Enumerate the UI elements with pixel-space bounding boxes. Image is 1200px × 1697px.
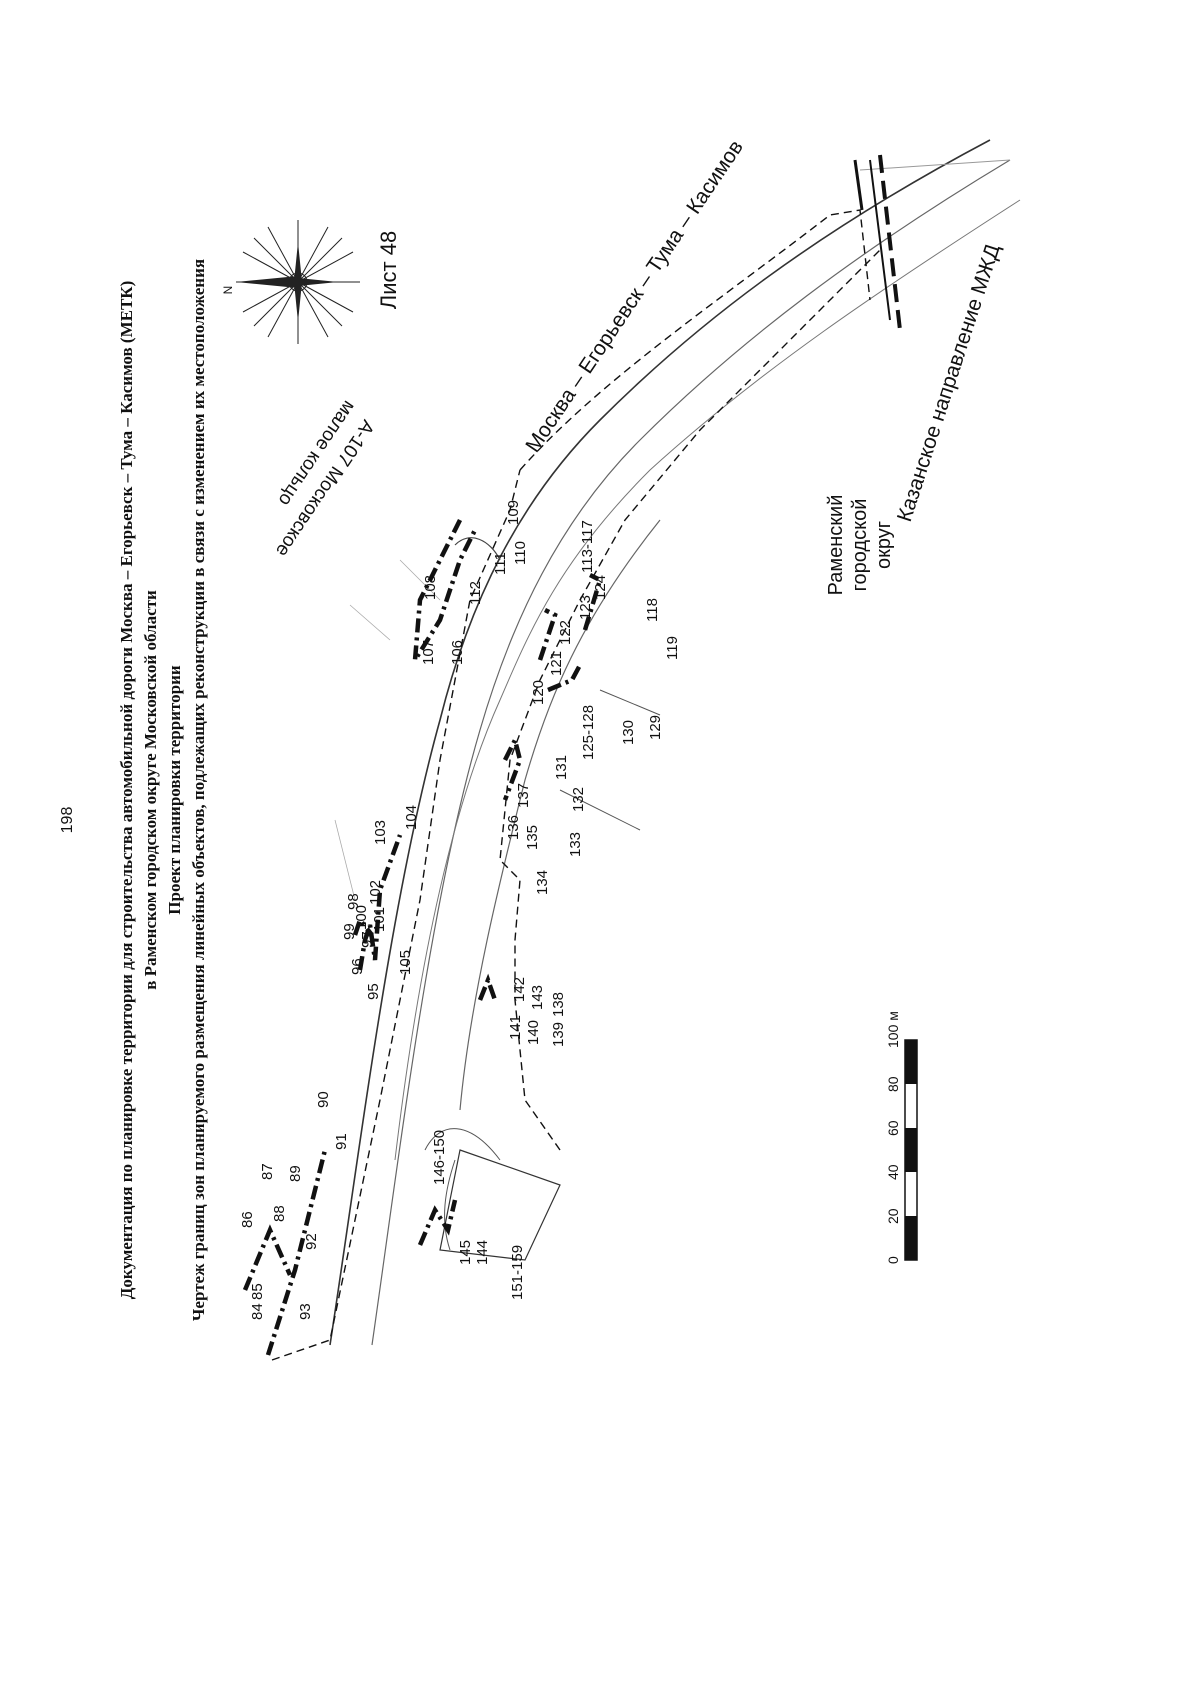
- point-label: 106: [449, 640, 466, 665]
- point-label: 151-159: [509, 1245, 526, 1300]
- point-label: 84: [249, 1303, 266, 1320]
- point-label: 102: [367, 880, 384, 905]
- point-label: 131: [553, 755, 570, 780]
- point-label: 98: [345, 893, 362, 910]
- point-label: 142: [511, 977, 528, 1002]
- point-label: 90: [315, 1091, 332, 1108]
- point-label: 124: [592, 575, 609, 600]
- point-label: 104: [403, 805, 420, 830]
- point-label: 113-117: [579, 520, 596, 573]
- point-label: 140: [525, 1020, 542, 1045]
- zone-borders: [242, 518, 603, 1356]
- point-label: 107: [420, 640, 437, 665]
- district-label-2: городской: [849, 499, 871, 592]
- point-label: 137: [515, 783, 532, 808]
- point-label: 121: [548, 651, 565, 676]
- point-label: 91: [333, 1133, 350, 1150]
- railway-label: Казанское направление МЖД: [893, 241, 1005, 524]
- scale-bar: 0 20 40 60 80 100 м: [885, 1011, 918, 1264]
- point-label: 112: [467, 581, 484, 605]
- title-block: Документация по планировке территории дл…: [117, 259, 208, 1321]
- scale-tick: 80: [885, 1076, 901, 1092]
- point-label: 108: [422, 575, 439, 600]
- scale-tick: 60: [885, 1120, 901, 1136]
- point-label: 101: [371, 907, 388, 932]
- scale-tick: 20: [885, 1208, 901, 1224]
- point-label: 119: [664, 636, 681, 660]
- point-label: 133: [567, 832, 584, 857]
- point-label: 120: [530, 680, 547, 705]
- north-label: N: [221, 286, 235, 295]
- point-label: 89: [287, 1165, 304, 1182]
- sheet-label: Лист 48: [376, 231, 401, 309]
- point-label: 136: [505, 815, 522, 840]
- point-label: 123: [577, 595, 594, 620]
- district-label-3: округ: [873, 521, 895, 569]
- point-label: 141: [507, 1015, 524, 1040]
- point-label: 118: [644, 598, 661, 622]
- point-label: 110: [512, 541, 529, 565]
- point-label: 130: [620, 720, 637, 745]
- scale-tick: 0: [885, 1256, 901, 1264]
- point-label: 92: [303, 1233, 320, 1250]
- point-label: 93: [297, 1303, 314, 1320]
- compass-rose-icon: [236, 220, 360, 344]
- point-label: 132: [570, 787, 587, 812]
- page-number: 198: [59, 807, 76, 834]
- point-label: 143: [529, 985, 546, 1010]
- point-label: 87: [259, 1163, 276, 1180]
- point-label: 86: [239, 1211, 256, 1228]
- point-label: 96: [349, 958, 366, 975]
- district-label-1: Раменский: [825, 495, 847, 596]
- point-label: 109: [505, 500, 522, 525]
- road-label-main: Москва – Егорьевск – Тума – Касимов: [521, 136, 748, 456]
- point-label: 97: [359, 931, 376, 948]
- point-label: 139: [550, 1022, 567, 1047]
- title-line-1: Документация по планировке территории дл…: [117, 281, 136, 1300]
- point-label: 105: [397, 950, 414, 975]
- point-label: 100: [353, 905, 370, 930]
- point-label: 111: [492, 552, 509, 575]
- title-line-4: Чертеж границ зон планируемого размещени…: [189, 259, 208, 1321]
- point-label: 99: [341, 923, 358, 940]
- scale-tick: 100 м: [885, 1011, 901, 1048]
- point-label: 144: [474, 1240, 491, 1265]
- point-label: 145: [457, 1240, 474, 1265]
- point-label: 88: [271, 1205, 288, 1222]
- base-map: [271, 139, 1021, 1361]
- point-label: 138: [550, 992, 567, 1017]
- point-label: 103: [372, 820, 389, 845]
- point-label: 125-128: [580, 705, 597, 760]
- point-labels: 84 85 86 87 88 89 90 91 92 93 95 96 97 9…: [239, 500, 681, 1320]
- scale-tick: 40: [885, 1164, 901, 1180]
- point-label: 134: [534, 870, 551, 895]
- point-label: 135: [524, 825, 541, 850]
- point-label: 146-150: [431, 1130, 448, 1185]
- title-line-2: в Раменском городском округе Московской …: [141, 590, 160, 990]
- title-line-3: Проект планировки территории: [165, 665, 184, 915]
- point-label: 85: [249, 1283, 266, 1300]
- point-label: 122: [557, 620, 574, 645]
- point-label: 95: [365, 983, 382, 1000]
- point-label: 129: [647, 715, 664, 740]
